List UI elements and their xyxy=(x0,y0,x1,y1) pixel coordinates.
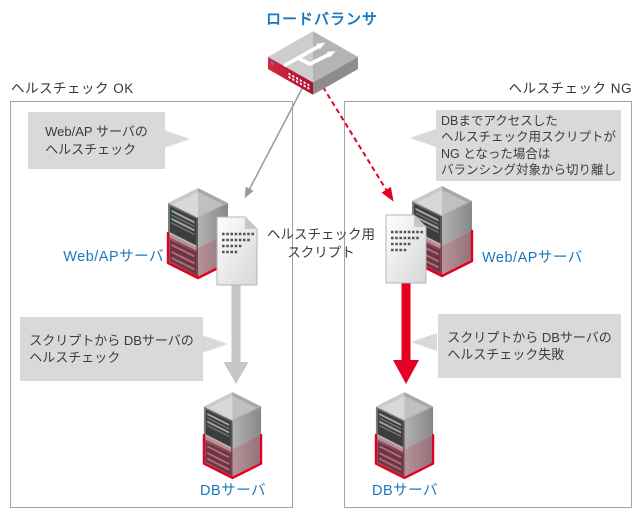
branching-arrow-glyph xyxy=(283,44,331,67)
column-header-ok: ヘルスチェック OK xyxy=(11,81,134,96)
webap-server-label-ng: Web/APサーバ xyxy=(482,250,583,266)
db-server-label-ng: DBサーバ xyxy=(372,483,438,499)
db-server-label-ok: DBサーバ xyxy=(200,483,266,499)
column-header-ng: ヘルスチェック NG xyxy=(508,81,632,96)
healthcheck-script-label: ヘルスチェック用 スクリプト xyxy=(267,227,375,260)
webap-server-label-ok: Web/APサーバ xyxy=(63,249,164,265)
callout-db-healthcheck-ok-tail xyxy=(202,335,228,353)
callout-db-healthcheck-ok-text: スクリプトから DBサーバの ヘルスチェック xyxy=(29,332,194,366)
callout-db-healthcheck-fail-tail xyxy=(411,333,437,351)
callout-ng-detach-tail xyxy=(410,129,436,147)
load-balancer-icon xyxy=(268,31,358,95)
db-server-icon-ok xyxy=(202,390,263,482)
callout-ng-detach-text: DBまでアクセスした ヘルスチェック用スクリプトが NG となった場合は バラン… xyxy=(440,113,616,178)
callout-webap-healthcheck-tail xyxy=(164,130,190,148)
callout-ng-detach: DBまでアクセスした ヘルスチェック用スクリプトが NG となった場合は バラン… xyxy=(436,110,621,181)
callout-webap-healthcheck: Web/AP サーバの ヘルスチェック xyxy=(28,112,165,169)
callout-webap-healthcheck-text: Web/AP サーバの ヘルスチェック xyxy=(45,124,148,157)
callout-db-healthcheck-fail: スクリプトから DBサーバの ヘルスチェック失敗 xyxy=(438,314,621,378)
db-server-icon-ng xyxy=(374,390,435,482)
callout-db-healthcheck-fail-text: スクリプトから DBサーバの ヘルスチェック失敗 xyxy=(447,329,612,363)
callout-db-healthcheck-ok: スクリプトから DBサーバの ヘルスチェック xyxy=(20,317,203,381)
load-balancer-label: ロードバランサ xyxy=(265,11,378,28)
